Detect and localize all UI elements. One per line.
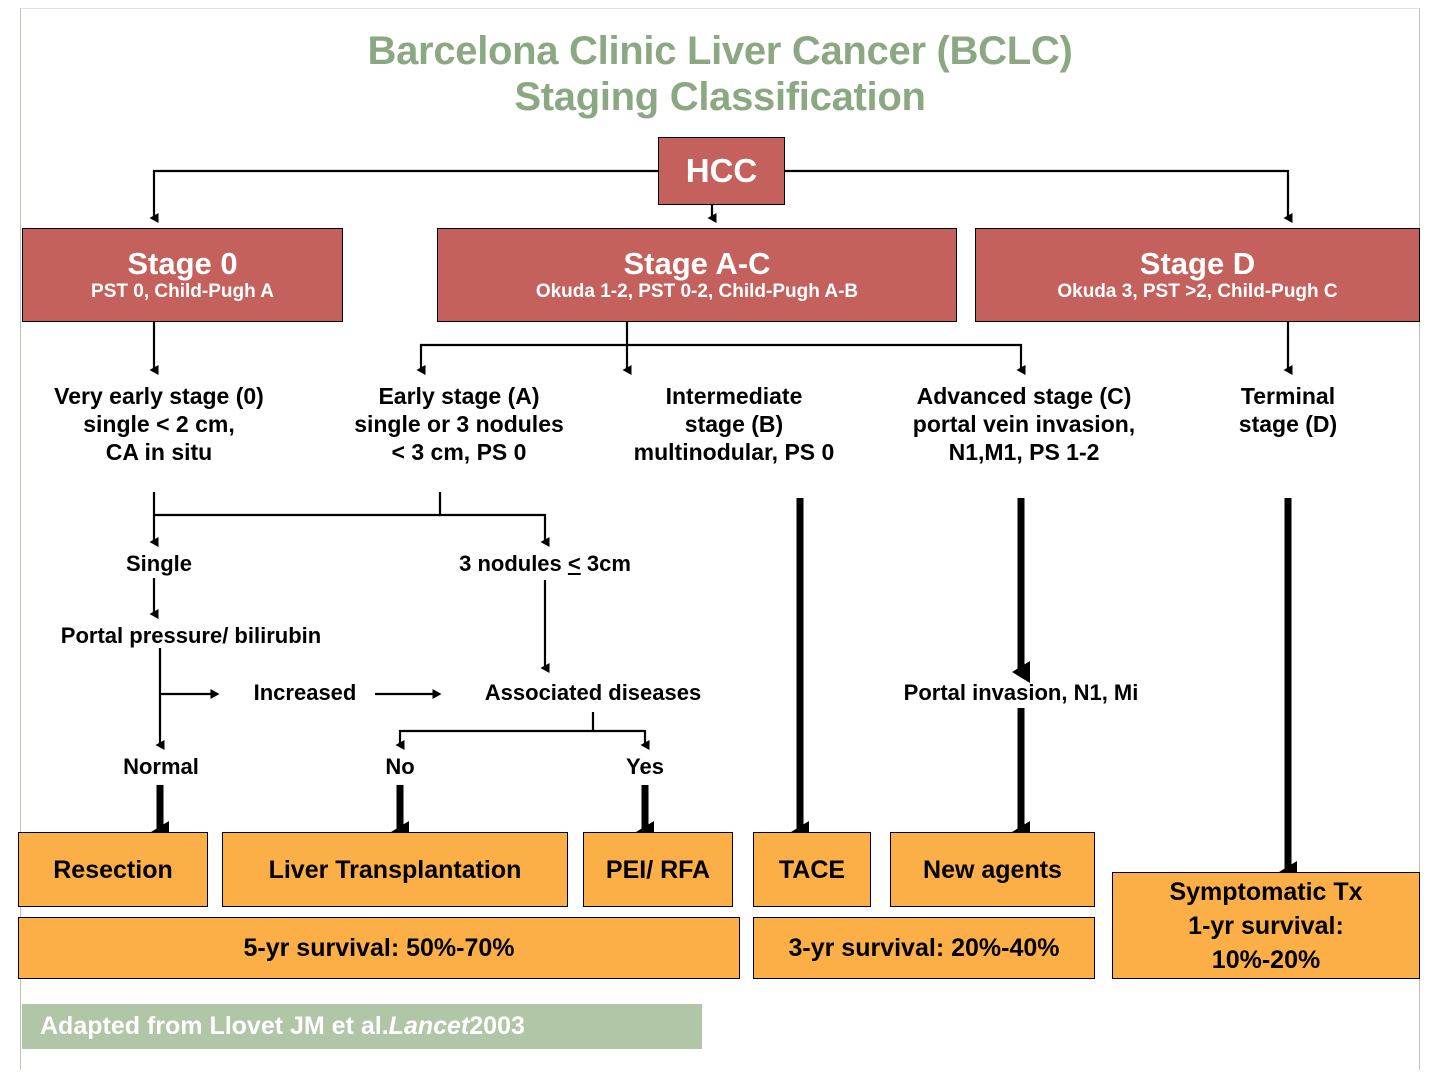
survival-3-yr-label: 3-yr survival: 20%-40% [788,933,1060,962]
stage-0-name: Stage 0 [127,246,238,281]
stage-d-criteria: Okuda 3, PST >2, Child-Pugh C [1057,281,1338,302]
node-stage-a-c[interactable]: Stage A-C Okuda 1-2, PST 0-2, Child-Pugh… [437,228,957,322]
stage-a-c-name: Stage A-C [623,246,771,281]
survival-3-yr[interactable]: 3-yr survival: 20%-40% [753,917,1095,979]
treatment-tace-label: TACE [778,855,846,884]
treatment-pei-rfa[interactable]: PEI/ RFA [583,832,733,907]
node-single: Single [125,551,192,576]
node-hcc[interactable]: HCC [658,137,785,205]
treatment-resection[interactable]: Resection [18,832,208,907]
node-terminal-stage-d: Terminal stage (D) [1238,383,1338,437]
treatment-liver-transplantation-label: Liver Transplantation [268,855,522,884]
node-portal-invasion: Portal invasion, N1, Mi [903,680,1139,705]
treatment-tace[interactable]: TACE [753,832,871,907]
stage-0-criteria: PST 0, Child-Pugh A [91,281,274,302]
node-portal-pressure-bilirubin: Portal pressure/ bilirubin [60,623,322,648]
node-three-nodules: 3 nodules < 3cm [400,550,690,577]
node-normal: Normal [123,754,199,779]
citation-footer: Adapted from Llovet JM et al. Lancet 200… [22,1004,702,1049]
node-stage-d[interactable]: Stage D Okuda 3, PST >2, Child-Pugh C [975,228,1420,322]
treatment-liver-transplantation[interactable]: Liver Transplantation [222,832,568,907]
title-line-2: Staging Classification [514,75,926,119]
stage-a-c-criteria: Okuda 1-2, PST 0-2, Child-Pugh A-B [535,281,859,302]
node-intermediate-stage-b: Intermediate stage (B) multinodular, PS … [633,383,835,465]
node-no: No [385,754,415,779]
node-associated-diseases: Associated diseases [484,680,702,705]
citation-suffix: 2003 [469,1012,525,1040]
symptomatic-line-2: 1-yr survival: [1188,911,1344,940]
treatment-pei-rfa-label: PEI/ RFA [605,855,711,884]
node-increased: Increased [253,680,357,705]
node-yes: Yes [626,754,664,779]
three-nodules-suffix: 3cm [580,551,631,576]
node-early-stage-a: Early stage (A) single or 3 nodules < 3 … [354,383,564,465]
page-title: Barcelona Clinic Liver Cancer (BCLC) Sta… [0,28,1440,120]
three-nodules-prefix: 3 nodules [459,551,568,576]
survival-5-yr[interactable]: 5-yr survival: 50%-70% [18,917,740,979]
node-advanced-stage-c: Advanced stage (C) portal vein invasion,… [912,383,1136,465]
node-very-early-stage: Very early stage (0) single < 2 cm, CA i… [54,383,264,465]
node-hcc-label: HCC [685,152,758,189]
title-line-1: Barcelona Clinic Liver Cancer (BCLC) [367,29,1073,73]
node-stage-0[interactable]: Stage 0 PST 0, Child-Pugh A [22,228,343,322]
treatment-resection-label: Resection [53,855,173,884]
symptomatic-line-1: Symptomatic Tx [1169,877,1363,906]
treatment-new-agents-label: New agents [923,855,1062,884]
treatment-symptomatic-tx[interactable]: Symptomatic Tx 1-yr survival: 10%-20% [1112,872,1420,979]
citation-prefix: Adapted from Llovet JM et al. [40,1012,389,1040]
less-than-or-equal-icon: < [567,551,581,576]
survival-5-yr-label: 5-yr survival: 50%-70% [243,933,515,962]
treatment-new-agents[interactable]: New agents [890,832,1095,907]
stage-d-name: Stage D [1139,246,1256,281]
citation-journal: Lancet [388,1012,470,1040]
symptomatic-line-3: 10%-20% [1211,945,1321,974]
